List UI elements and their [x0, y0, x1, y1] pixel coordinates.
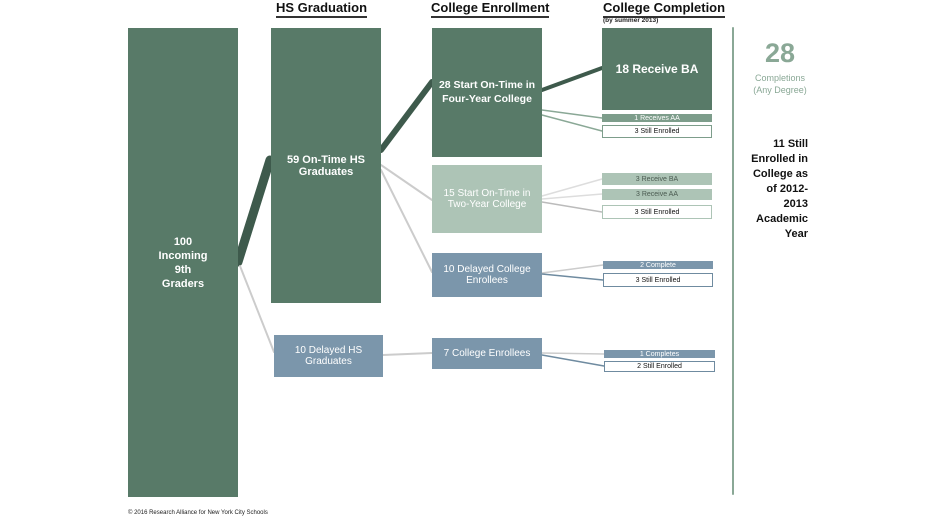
box-ty-aa: 3 Receive AA [602, 189, 712, 200]
box-dc-still: 3 Still Enrolled [603, 273, 713, 287]
header-college-enrollment: College Enrollment [431, 0, 550, 18]
box-delayed-college: 10 Delayed College Enrollees [432, 253, 542, 297]
connector-ce-still [541, 354, 605, 367]
footer-copyright: © 2016 Research Alliance for New York Ci… [128, 510, 268, 516]
box-delayed-hs: 10 Delayed HS Graduates [274, 335, 383, 377]
connector-incoming-ontime [233, 155, 275, 267]
connector-incoming-delayed [239, 265, 275, 353]
box-ce-still: 2 Still Enrolled [604, 361, 715, 372]
box-ce-complete: 1 Completes [604, 350, 715, 358]
box-four-year: 28 Start On-Time in Four-Year College [432, 28, 542, 157]
box-dc-complete: 2 Complete [603, 261, 713, 269]
connector-delayedhs-enrollees [382, 352, 433, 356]
connector-ontime-twoyear [380, 164, 433, 201]
connector-dc-complete [541, 264, 604, 274]
connector-ty-ba [541, 178, 603, 197]
completions-number: 28 [764, 38, 796, 68]
connector-ce-complete [541, 352, 605, 355]
connector-ontime-fouryear [378, 79, 435, 153]
box-incoming: 100 Incoming 9th Graders [128, 28, 238, 497]
connector-fy-aa [541, 109, 603, 119]
connector-ontime-delayedcollege [380, 169, 433, 273]
header-hs-graduation: HS Graduation [276, 0, 368, 18]
box-college-enrollees: 7 College Enrollees [432, 338, 542, 369]
header-completion-subtitle: (by summer 2013) [603, 17, 659, 24]
box-fy-still: 3 Still Enrolled [602, 125, 712, 138]
connector-ty-aa [541, 193, 603, 200]
header-college-completion: College Completion [603, 0, 726, 18]
connector-fy-ba [540, 66, 604, 92]
box-two-year: 15 Start On-Time in Two-Year College [432, 165, 542, 233]
completions-label: Completions (Any Degree) [753, 73, 807, 95]
box-ontime-hs: 59 On-Time HS Graduates [271, 28, 381, 303]
connector-dc-still [541, 273, 604, 281]
box-ty-ba: 3 Receive BA [602, 173, 712, 185]
box-fy-aa: 1 Receives AA [602, 114, 712, 122]
box-ty-still: 3 Still Enrolled [602, 205, 712, 219]
still-enrolled-summary: 11 Still Enrolled in College as of 2012-… [751, 138, 808, 240]
connector-fy-still [541, 114, 603, 132]
connector-ty-still [541, 201, 603, 213]
box-fy-ba: 18 Receive BA [602, 28, 712, 110]
